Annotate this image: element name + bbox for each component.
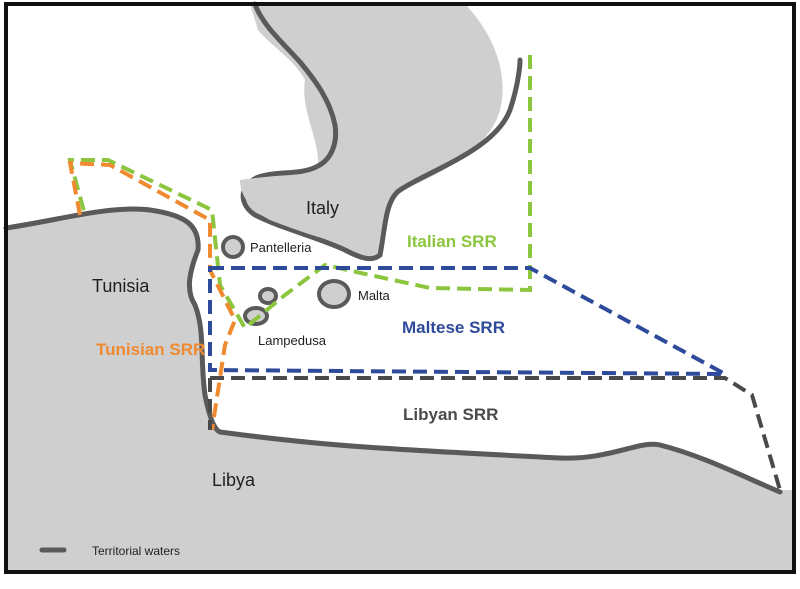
africa-territorial-waters	[3, 206, 783, 495]
italy-label: Italy	[306, 198, 339, 218]
lampedusa-island-2	[243, 306, 269, 326]
libyan-srr-label: Libyan SRR	[403, 405, 498, 424]
pantelleria-island	[221, 235, 245, 259]
malta-label: Malta	[358, 288, 391, 303]
tunisian-srr-boundary	[67, 160, 238, 431]
italy-territorial-waters	[240, 1, 523, 262]
tunisia-label: Tunisia	[92, 276, 150, 296]
sicily-land	[240, 175, 375, 250]
territorial-waters-legend-label: Territorial waters	[92, 544, 180, 558]
libyan-srr-boundary	[208, 376, 782, 491]
italian-srr-label: Italian SRR	[407, 232, 497, 251]
maltese-srr-label: Maltese SRR	[402, 318, 505, 337]
italian-srr-boundary	[67, 55, 532, 332]
map-border	[4, 2, 796, 574]
libya-label: Libya	[212, 470, 256, 490]
maltese-srr-boundary	[208, 266, 726, 376]
pantelleria-label: Pantelleria	[250, 240, 312, 255]
malta-island	[317, 279, 351, 309]
legend: Territorial waters	[39, 544, 180, 558]
tunisia-land	[6, 209, 794, 572]
lampedusa-label: Lampedusa	[258, 333, 327, 348]
lampedusa-island-1	[258, 287, 278, 305]
tunisian-srr-label: Tunisian SRR	[96, 340, 205, 359]
